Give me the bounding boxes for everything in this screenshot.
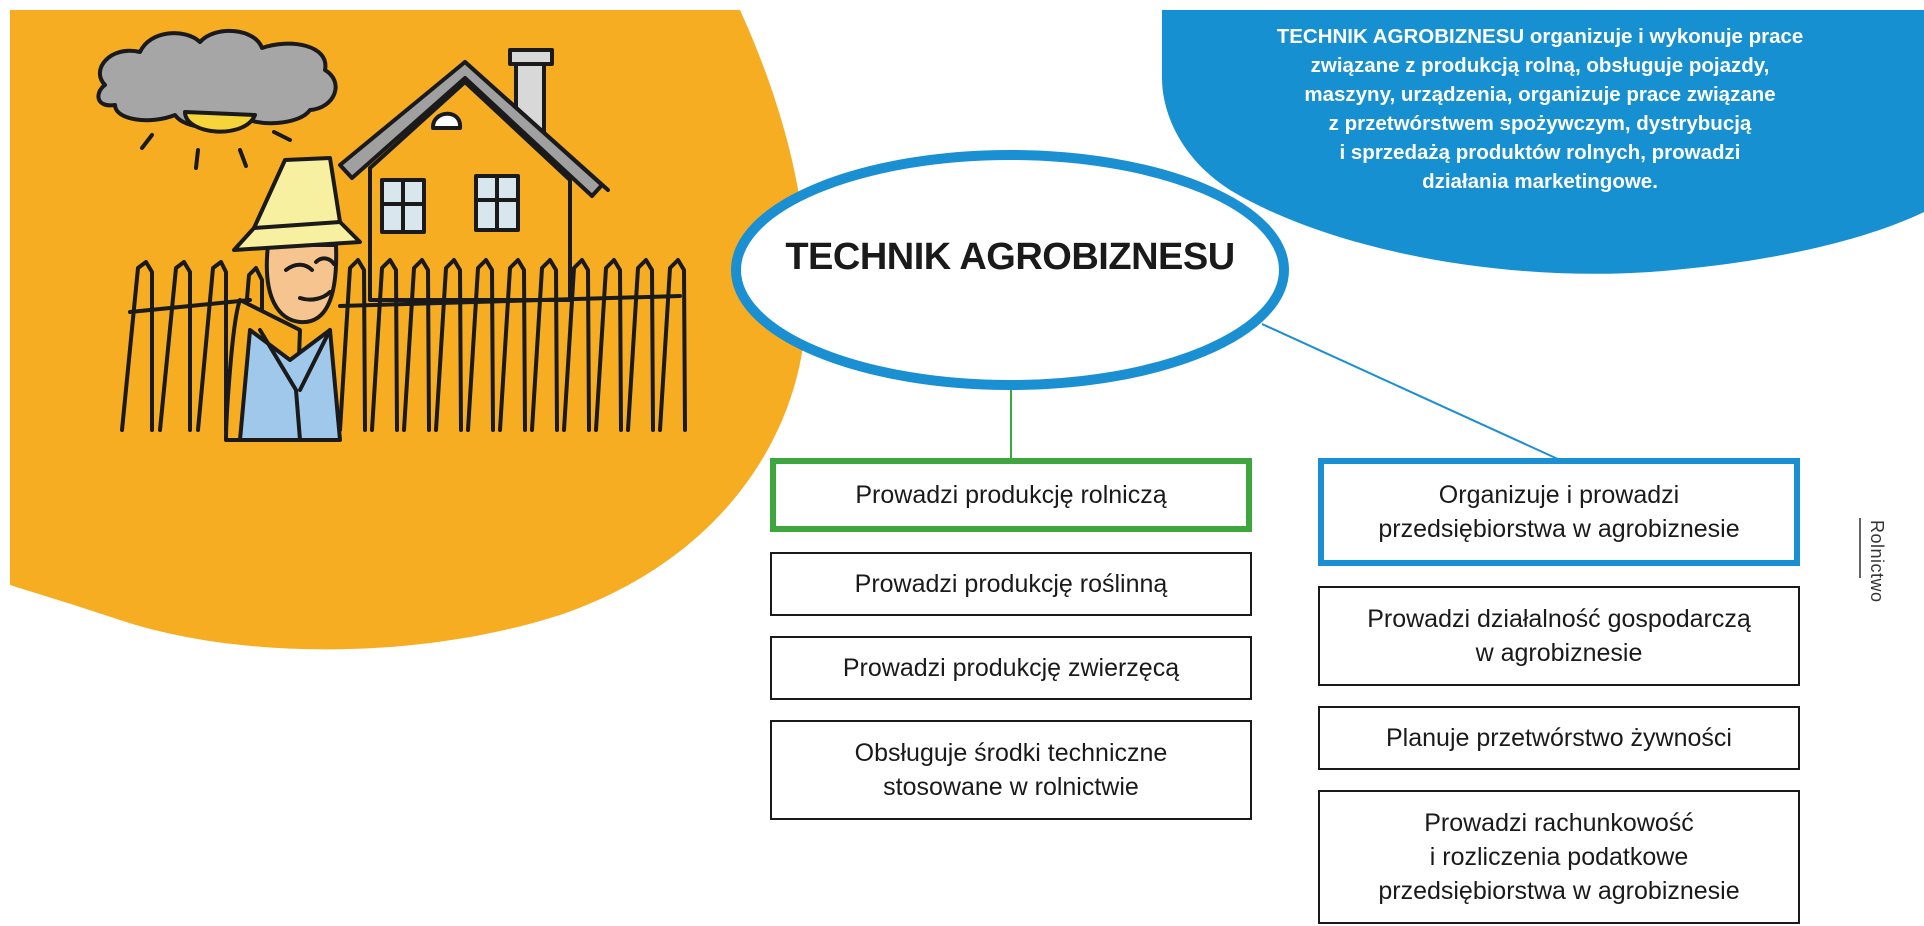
farmer-icon [224,156,362,442]
profession-description: TECHNIK AGROBIZNESU organizuje i wykonuj… [1190,22,1890,196]
box-text-line: Prowadzi produkcję zwierzęcą [842,654,1180,682]
right-item-box: Planuje przetwórstwo żywności [1318,706,1800,770]
description-line: działania marketingowe. [1422,170,1658,193]
description-line: z przetwórstwem spożywczym, dystrybucją [1328,112,1752,135]
box-text-line: przedsiębiorstwa w agrobiznesie [1378,515,1740,543]
description-line: TECHNIK AGROBIZNESU organizuje i wykonuj… [1276,25,1804,48]
illustration [96,29,687,442]
left-item-box: Prowadzi produkcję roślinną [770,552,1252,616]
sun-icon [183,110,257,134]
right-branch-connector [1261,323,1561,461]
left-item-box: Obsługuje środki techniczne stosowane w … [770,720,1252,820]
box-text-line: Organizuje i prowadzi [1438,481,1680,509]
box-text-line: Obsługuje środki techniczne [854,739,1168,767]
box-text-line: i rozliczenia podatkowe [1429,843,1689,871]
center-node-title: TECHNIK AGROBIZNESU [785,236,1235,278]
cloud-icon [96,29,338,129]
house-icon [338,48,610,302]
right-item-box: Prowadzi działalność gospodarczą w agrob… [1318,586,1800,686]
sun-rays [140,130,292,170]
box-text-line: Planuje przetwórstwo żywności [1386,724,1732,752]
blue-description-shape [1162,10,1924,274]
description-line: maszyny, urządzenia, organizuje prace zw… [1304,83,1776,106]
box-text-line: Prowadzi produkcję roślinną [854,570,1168,598]
box-text-line: stosowane w rolnictwie [883,773,1139,801]
center-node-ellipse [731,150,1289,390]
description-line: związane z produkcją rolną, obsługuje po… [1310,54,1770,77]
box-text-line: w agrobiznesie [1475,639,1643,667]
right-branch-header: Organizuje i prowadzi przedsiębiorstwa w… [1318,458,1800,566]
description-line: i sprzedażą produktów rolnych, prowadzi [1339,141,1741,164]
left-branch-header: Prowadzi produkcję rolniczą [770,458,1252,532]
box-text-line: Prowadzi rachunkowość [1424,809,1694,837]
box-text-line: przedsiębiorstwa w agrobiznesie [1378,877,1740,905]
side-tab-label: Rolnictwo [1867,520,1887,603]
box-text-line: Prowadzi produkcję rolniczą [855,481,1167,509]
fence-icon [120,258,687,432]
right-item-box: Prowadzi rachunkowość i rozliczenia poda… [1318,790,1800,924]
box-text-line: Prowadzi działalność gospodarczą [1367,605,1751,633]
left-item-box: Prowadzi produkcję zwierzęcą [770,636,1252,700]
side-tab-marker [1859,518,1861,578]
